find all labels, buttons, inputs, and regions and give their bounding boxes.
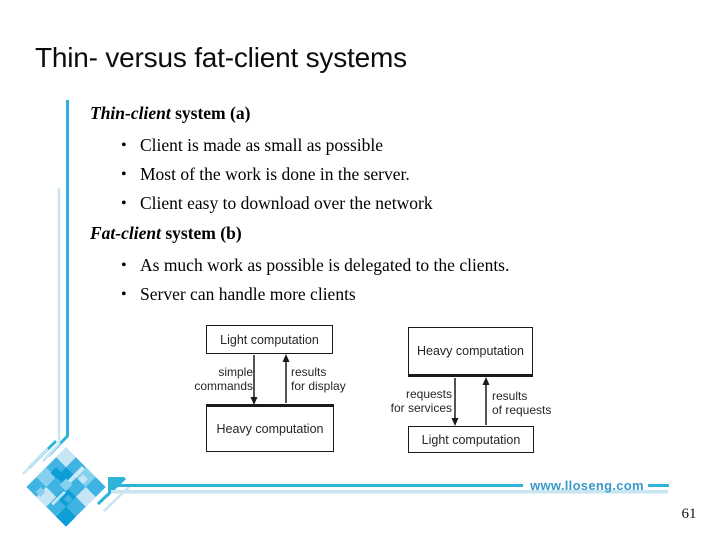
bullet-item: • Most of the work is done in the server. (90, 160, 590, 189)
slide-page-number: 61 (681, 506, 697, 522)
diagram-a-down-arrow-label: simple commands (166, 365, 253, 393)
footer-line-teal (115, 484, 523, 487)
bullet-item: • Client easy to download over the networ… (90, 189, 590, 218)
vertical-accent-line-light (42, 188, 61, 462)
heading-italic-part: Fat-client (90, 223, 161, 243)
arrow-label-line: commands (194, 378, 253, 393)
bullet-icon: • (121, 166, 127, 183)
bullet-icon: • (121, 137, 127, 154)
logo-chevron (22, 448, 49, 475)
arrow-label-line: for services (390, 400, 452, 415)
bullet-item: • As much work as possible is delegated t… (90, 251, 590, 280)
diagram-a-client-box: Light computation (206, 325, 333, 354)
logo-chevron (96, 476, 127, 506)
diagram-b-down-arrow-label: requests for services (366, 387, 452, 415)
slide-title: Thin- versus fat-client systems (35, 42, 407, 73)
bullet-item: • Client is made as small as possible (90, 131, 590, 160)
bullet-icon: • (121, 286, 127, 303)
arrow-label-line: for display (291, 378, 346, 393)
diagram-a-up-arrow-label: results for display (291, 365, 346, 393)
footer-wedge (108, 477, 124, 497)
diagram-b-up-arrow (482, 377, 490, 425)
bullet-text: Client easy to download over the network (140, 193, 433, 213)
vertical-accent-line (46, 100, 69, 458)
bullet-text: Most of the work is done in the server. (140, 164, 410, 184)
section-heading-fat-client: Fat-client system (b) (90, 219, 590, 248)
section-heading-thin-client: Thin-client system (a) (90, 99, 590, 128)
diagram-a-server-box: Heavy computation (206, 404, 334, 452)
diagram-a-up-arrow (282, 354, 290, 403)
arrow-label-line: results (492, 389, 528, 403)
diagram-b-server-box: Heavy computation (408, 327, 533, 377)
bullet-icon: • (121, 257, 127, 274)
logo-chevron (103, 484, 132, 512)
bullet-text: As much work as possible is delegated to… (140, 255, 510, 275)
diagram-b-up-arrow-label: results of requests (492, 389, 552, 417)
bullet-item: • Server can handle more clients (90, 280, 590, 309)
arrow-label-line: results (291, 365, 327, 379)
diagram-b-down-arrow (451, 378, 459, 426)
footer-line-teal-short (648, 484, 669, 487)
slide-body: Thin-client system (a) • Client is made a… (90, 99, 590, 310)
lloseng-logo (26, 447, 106, 527)
fat-client-bullet-list: • As much work as possible is delegated t… (90, 251, 590, 309)
arrow-label-line: of requests (492, 402, 552, 417)
thin-client-bullet-list: • Client is made as small as possible • Mo… (90, 131, 590, 218)
footer-website-url: www.lloseng.com (530, 478, 644, 493)
arrow-label-line: requests (405, 387, 452, 401)
bullet-text: Client is made as small as possible (140, 135, 384, 155)
arrow-label-line: simple (218, 365, 253, 379)
bullet-icon: • (121, 195, 127, 212)
logo-chevron (27, 439, 58, 470)
heading-regular-part: system (a) (170, 103, 251, 123)
bullet-text: Server can handle more clients (140, 284, 356, 304)
diagram-b-client-box: Light computation (408, 426, 534, 453)
heading-regular-part: system (b) (160, 223, 242, 243)
heading-italic-part: Thin-client (90, 103, 171, 123)
